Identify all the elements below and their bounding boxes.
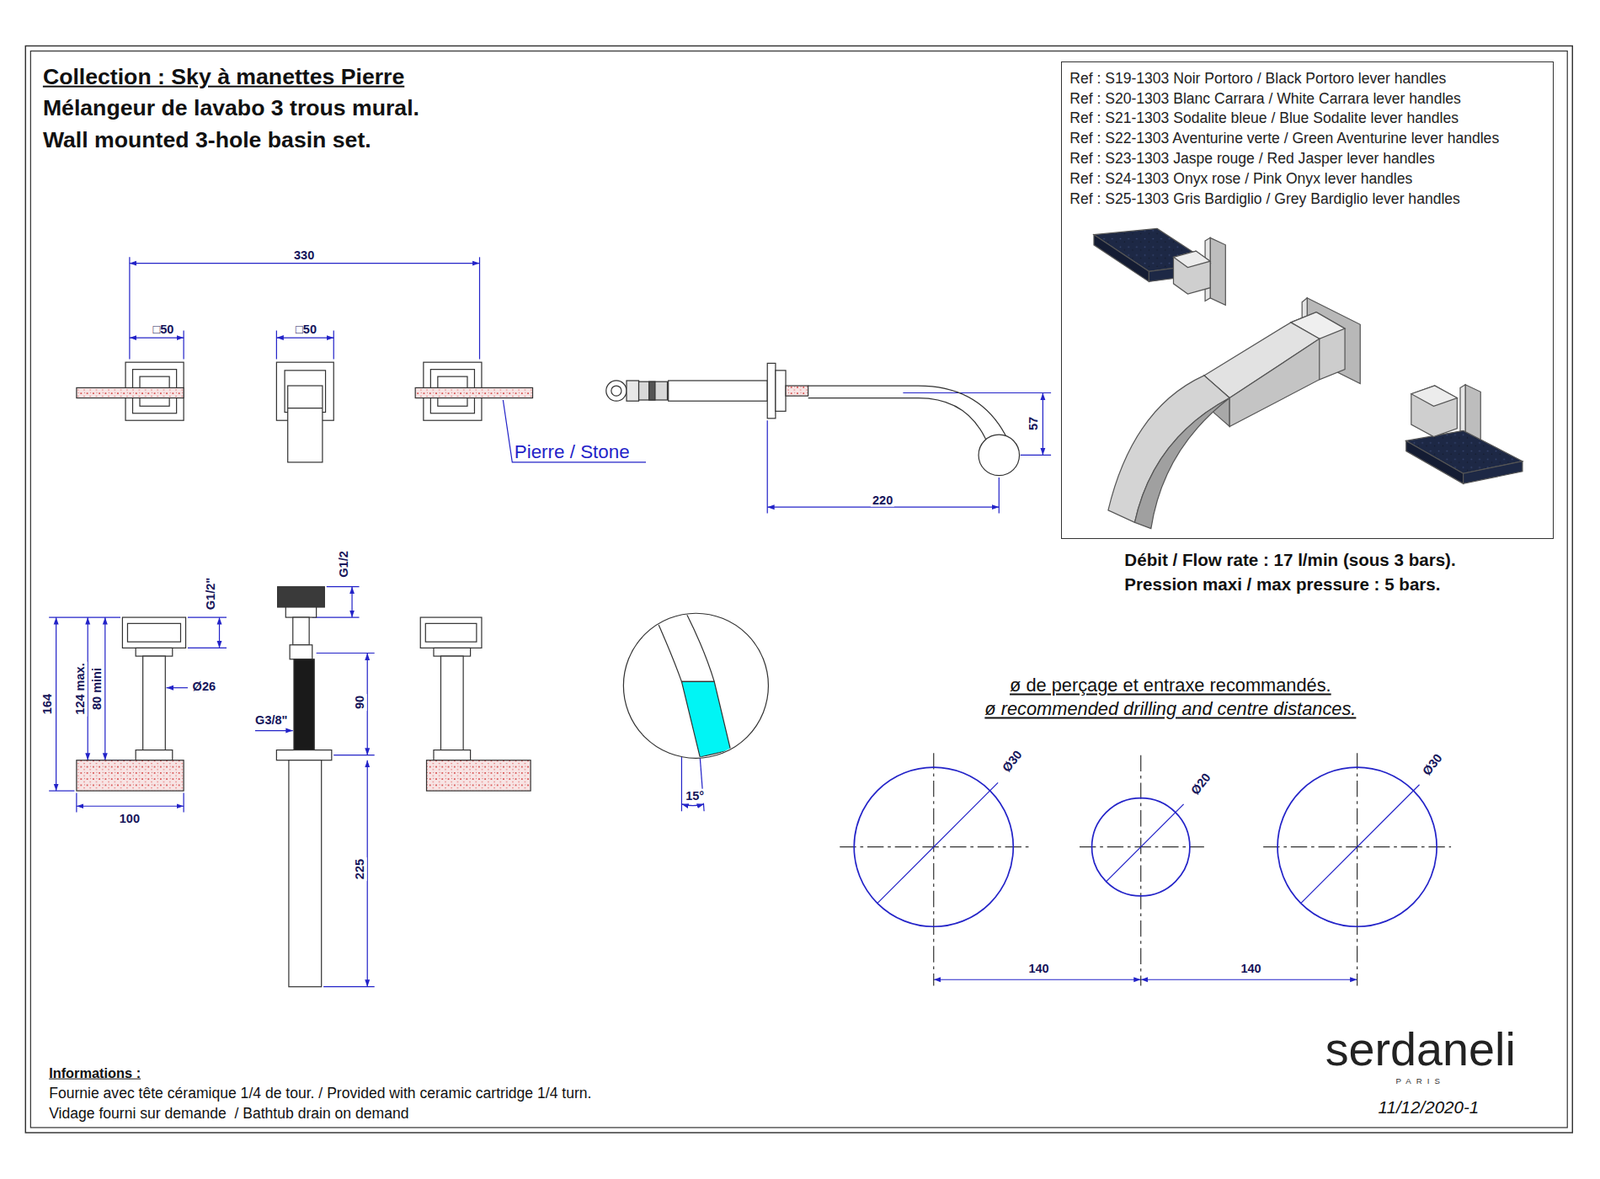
- drilling-heading: ø de perçage et entraxe recommandés.: [1009, 675, 1332, 697]
- centre-distance: 140: [1238, 961, 1263, 976]
- info-line: Fournie avec tête céramique 1/4 de tour.…: [48, 1084, 592, 1102]
- flow-rate-note: Débit / Flow rate : 17 l/min (sous 3 bar…: [1124, 549, 1456, 571]
- dimension-value: 220: [870, 492, 895, 507]
- thread-size: G1/2": [202, 576, 218, 612]
- dimension-value: 330: [292, 248, 316, 263]
- dimension-value: 57: [1026, 415, 1041, 432]
- info-heading: Informations :: [48, 1064, 141, 1081]
- dimension-value: 90: [352, 693, 367, 711]
- reference-line: Ref : S19-1303 Noir Portoro / Black Port…: [1069, 69, 1446, 90]
- drilling-heading: ø recommended drilling and centre distan…: [984, 698, 1356, 720]
- centre-distance: 140: [1026, 961, 1051, 976]
- dimension-value: 100: [117, 810, 142, 826]
- reference-line: Ref : S24-1303 Onyx rose / Pink Onyx lev…: [1069, 169, 1413, 190]
- diameter-value: Ø30: [998, 746, 1027, 776]
- revision-date: 11/12/2020-1: [1378, 1097, 1480, 1118]
- diameter-value: Ø26: [191, 679, 218, 694]
- reference-line: Ref : S21-1303 Sodalite bleue / Blue Sod…: [1069, 108, 1459, 129]
- dimension-value: 124 max.: [72, 661, 87, 716]
- diameter-value: Ø20: [1187, 768, 1216, 799]
- brand-logo: serdaneli: [1325, 1022, 1516, 1077]
- reference-line: Ref : S20-1303 Blanc Carrara / White Car…: [1069, 89, 1462, 110]
- reference-line: Ref : S22-1303 Aventurine verte / Green …: [1069, 128, 1499, 150]
- subtitle-fr: Mélangeur de lavabo 3 trous mural.: [42, 95, 420, 122]
- material-callout: Pierre / Stone: [514, 441, 630, 464]
- reference-line: Ref : S25-1303 Gris Bardiglio / Grey Bar…: [1069, 189, 1461, 210]
- reference-line: Ref : S23-1303 Jaspe rouge / Red Jasper …: [1069, 149, 1435, 170]
- drawing-title: Collection : Sky à manettes Pierre: [42, 64, 405, 91]
- thread-size: G1/2: [336, 549, 352, 580]
- dimension-value: 225: [352, 857, 367, 881]
- dimension-value: 80 mini: [90, 666, 105, 712]
- dimension-value: □50: [150, 322, 176, 337]
- pressure-note: Pression maxi / max pressure : 5 bars.: [1124, 574, 1440, 595]
- info-line: Vidage fourni sur demande / Bathtub drai…: [48, 1104, 409, 1122]
- angle-value: 15°: [683, 789, 706, 804]
- thread-size: G3/8": [253, 713, 289, 728]
- diameter-value: Ø30: [1418, 749, 1447, 779]
- dimension-value: □50: [293, 322, 319, 337]
- brand-city: PARIS: [1396, 1077, 1446, 1087]
- reference-box: Ref : S19-1303 Noir Portoro / Black Port…: [1061, 61, 1554, 539]
- dimension-value: 164: [39, 692, 54, 716]
- subtitle-en: Wall mounted 3-hole basin set.: [42, 127, 372, 154]
